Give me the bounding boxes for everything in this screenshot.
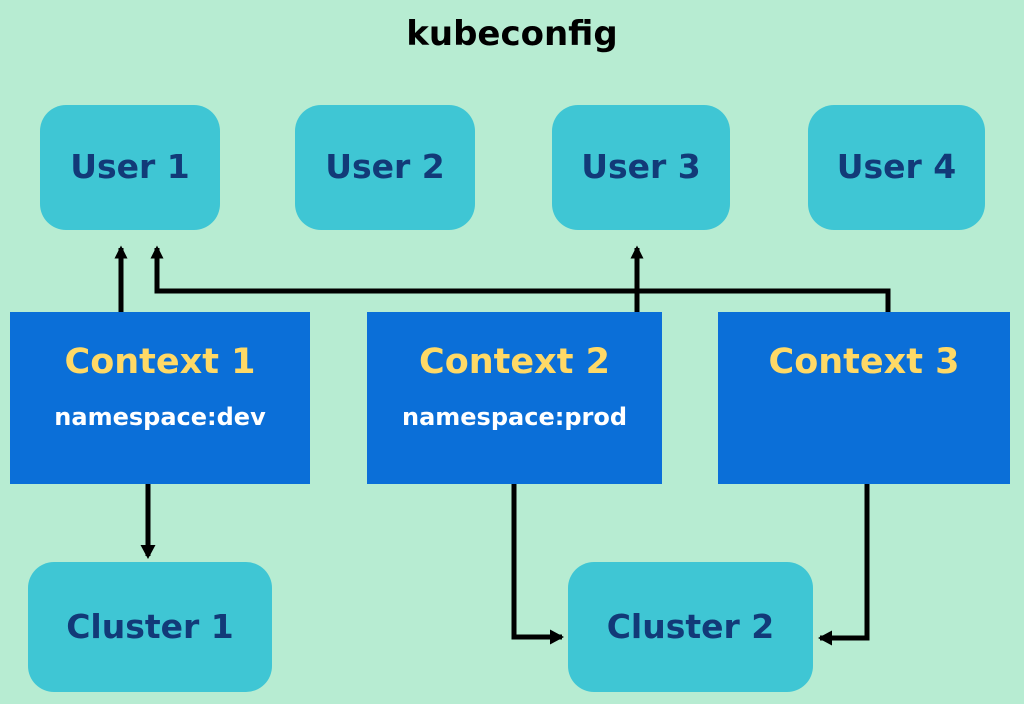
node-user-4-label: User 4 xyxy=(836,147,957,187)
node-user-1-label: User 1 xyxy=(70,147,190,187)
node-cluster-2-label: Cluster 2 xyxy=(606,606,775,646)
node-context-2-label: Context 2 xyxy=(419,342,610,382)
node-user-3[interactable]: User 3 xyxy=(552,105,730,230)
connector-context2-to-cluster2 xyxy=(511,484,564,645)
page-title: kubeconfig xyxy=(406,14,618,54)
node-context-1-namespace: namespace:dev xyxy=(54,402,266,431)
connector-context3-to-cluster2 xyxy=(818,484,870,646)
node-user-1[interactable]: User 1 xyxy=(40,105,220,230)
node-user-3-label: User 3 xyxy=(581,147,701,187)
node-context-2[interactable]: Context 2 namespace:prod xyxy=(367,312,662,484)
node-user-2-label: User 2 xyxy=(325,147,445,187)
node-context-1-label: Context 1 xyxy=(64,342,256,382)
node-context-3[interactable]: Context 3 xyxy=(718,312,1010,484)
node-cluster-1[interactable]: Cluster 1 xyxy=(28,562,272,692)
node-context-2-namespace: namespace:prod xyxy=(401,402,627,431)
node-context-1[interactable]: Context 1 namespace:dev xyxy=(10,312,310,484)
node-user-2[interactable]: User 2 xyxy=(295,105,475,230)
node-user-4[interactable]: User 4 xyxy=(808,105,985,230)
connector-context3-to-user1 xyxy=(150,245,891,312)
node-cluster-1-label: Cluster 1 xyxy=(66,606,234,646)
node-context-3-label: Context 3 xyxy=(768,342,960,382)
node-cluster-2[interactable]: Cluster 2 xyxy=(568,562,813,692)
